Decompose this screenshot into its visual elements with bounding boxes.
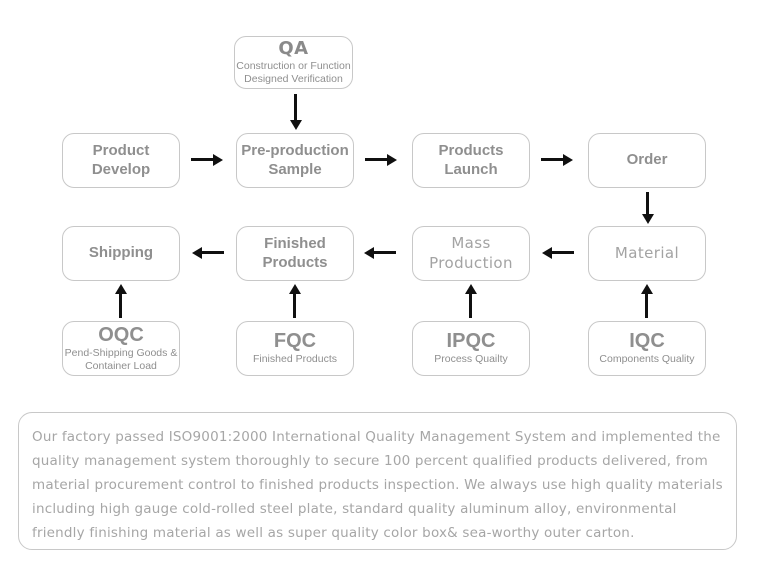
arrow-qa-to-preproduction <box>294 94 297 120</box>
node-products-launch: Products Launch <box>412 133 530 188</box>
arrow-oqc-to-shipping <box>119 294 122 318</box>
oqc-subtitle: Pend-Shipping Goods & Container Load <box>64 346 178 372</box>
arrow-fqc-to-finished <box>293 294 296 318</box>
ipqc-subtitle: Process Quailty <box>434 353 508 366</box>
node-preproduction-sample: Pre-production Sample <box>236 133 354 188</box>
quality-description-text: Our factory passed ISO9001:2000 Internat… <box>32 429 723 541</box>
arrow-ipqc-to-mass <box>469 294 472 318</box>
arrow-develop-to-sample <box>191 158 213 161</box>
node-finished-products: Finished Products <box>236 226 354 281</box>
node-product-develop: Product Develop <box>62 133 180 188</box>
node-iqc: IQC Components Quality <box>588 321 706 376</box>
fqc-title: FQC <box>273 330 317 353</box>
arrow-launch-to-order <box>541 158 563 161</box>
iqc-title: IQC <box>629 330 665 353</box>
node-mass-production: Mass Production <box>412 226 530 281</box>
ipqc-title: IPQC <box>446 330 496 353</box>
arrow-material-to-mass <box>552 251 574 254</box>
node-qa: QA Construction or Function Designed Ver… <box>234 36 353 89</box>
arrow-iqc-to-material <box>645 294 648 318</box>
arrow-mass-to-finished <box>374 251 396 254</box>
qa-subtitle: Construction or Function Designed Verifi… <box>236 59 351 85</box>
node-ipqc: IPQC Process Quailty <box>412 321 530 376</box>
quality-description-panel: Our factory passed ISO9001:2000 Internat… <box>18 412 737 550</box>
fqc-subtitle: Finished Products <box>252 353 338 366</box>
node-oqc: OQC Pend-Shipping Goods & Container Load <box>62 321 180 376</box>
qa-title: QA <box>278 37 309 59</box>
arrow-order-to-material <box>646 192 649 214</box>
arrow-sample-to-launch <box>365 158 387 161</box>
arrow-finished-to-shipping <box>202 251 224 254</box>
node-shipping: Shipping <box>62 226 180 281</box>
node-material: Material <box>588 226 706 281</box>
iqc-subtitle: Components Quality <box>599 353 695 366</box>
node-order: Order <box>588 133 706 188</box>
oqc-title: OQC <box>98 323 144 346</box>
node-fqc: FQC Finished Products <box>236 321 354 376</box>
